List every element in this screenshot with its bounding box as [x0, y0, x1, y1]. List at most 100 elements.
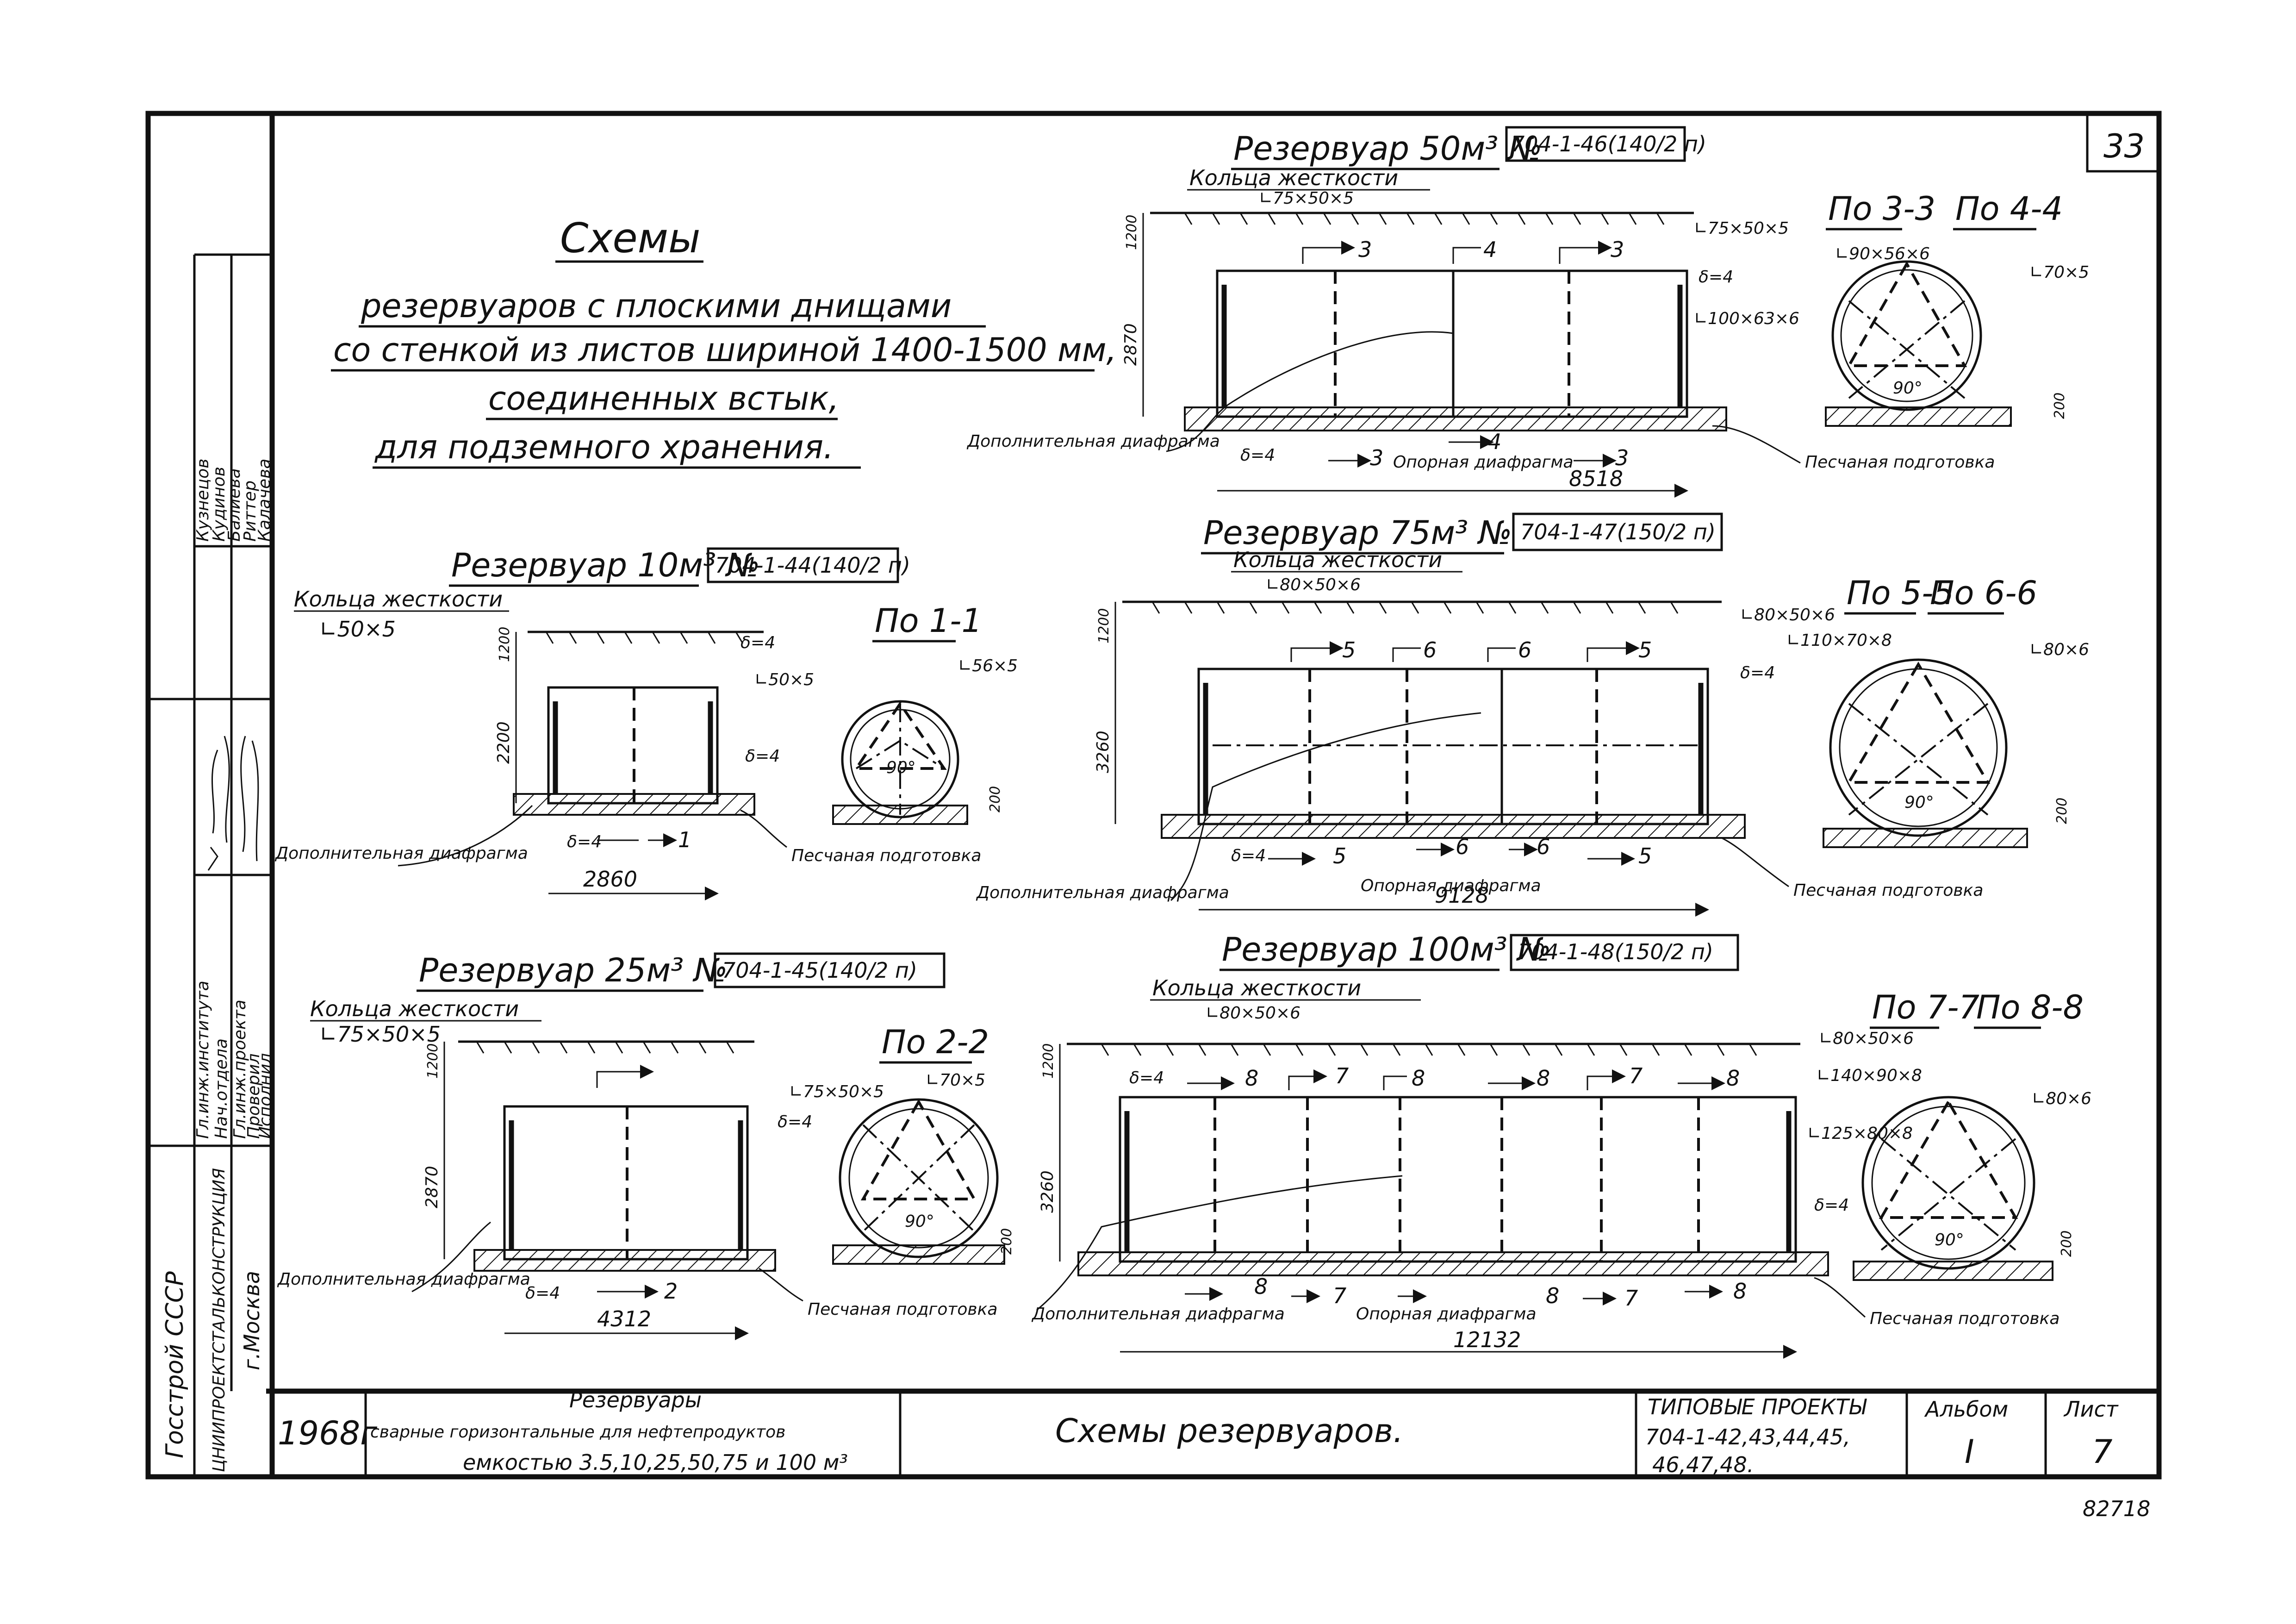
tank-100-cut-7b-bot: 7 [1624, 1286, 1638, 1311]
tank-75-cut-5-bot: 5 [1333, 843, 1346, 868]
tank-100-delta-side: δ=4 [1814, 1196, 1849, 1215]
tank-75-angle-right: ∟80×50×6 [1740, 606, 1835, 625]
org-name-2: ЦНИИПРОЕКТСТАЛЬКОНСТРУКЦИЯ [210, 1168, 229, 1472]
tank-50-code: 704-1-46(140/2 п) [1511, 131, 1706, 156]
tank-50-cut-4-top: 4 [1483, 237, 1497, 262]
position-5: Исполнил [256, 1053, 275, 1139]
org-name-3: г.Москва [239, 1271, 264, 1370]
tank-100-cut-8d-bot: 8 [1733, 1279, 1747, 1304]
tank-25-ring-label: Кольца жесткости [310, 996, 519, 1021]
tank-25-section-base: 200 [999, 1228, 1015, 1255]
signature-name-3: Балиева [225, 468, 244, 542]
tank-10-cut-mark: 1 [678, 827, 691, 852]
tank-75-section-base: 200 [2054, 798, 2070, 824]
position-4: Проверил [244, 1053, 263, 1139]
title-line-1: Схемы [560, 214, 701, 262]
sheet-title: Схемы резервуаров с плоскими днищами со … [331, 214, 1117, 469]
tank-10-ring-label: Кольца жесткости [294, 587, 503, 612]
tank-25-section-title: По 2-2 [882, 1023, 989, 1061]
title-line-2: резервуаров с плоскими днищами [361, 287, 952, 325]
tank-100m3: Резервуар 100м³ № 704-1-48(150/2 п) Коль… [1031, 931, 2091, 1359]
tank-10-angle: 90° [886, 758, 916, 777]
tank-25-ring-profile: ∟75×50×5 [319, 1022, 441, 1047]
tank-10m3: Резервуар 10м³ № 704-1-44(140/2 п) Кольц… [274, 546, 1018, 900]
tank-50-ring-label: Кольца жесткости [1189, 165, 1398, 190]
tank-100-section-a: По 7-7 [1872, 988, 1979, 1026]
tank-100-delta-top: δ=4 [1129, 1068, 1164, 1087]
tank-50-length: 8518 [1569, 466, 1623, 491]
year: 1968г [278, 1414, 378, 1452]
subject-line-1: Резервуары [569, 1387, 702, 1412]
tank-10-delta-top: δ=4 [740, 633, 775, 652]
subject-line-2: сварные горизонтальные для нефтепродукто… [370, 1423, 785, 1442]
tank-25-sand: Песчаная подготовка [808, 1300, 997, 1319]
tank-25-heading: Резервуар 25м³ № [419, 951, 728, 989]
tank-50-height-body: 2870 [1121, 323, 1140, 366]
tank-25m3: Резервуар 25м³ № 704-1-45(140/2 п) Кольц… [277, 951, 1015, 1340]
signature-name-1: Кузнецов [193, 459, 212, 542]
tank-50-section-profile-1: ∟90×56×6 [1835, 244, 1930, 263]
tank-100-section-b: По 8-8 [1976, 988, 2084, 1026]
title-block: 1968г Резервуары сварные горизонтальные … [278, 1387, 2119, 1477]
tank-25-code: 704-1-45(140/2 п) [722, 958, 917, 983]
tank-75-cut-6-bot: 6 [1456, 834, 1469, 859]
tank-75-cut-6-top: 6 [1423, 637, 1437, 662]
tank-25-delta-top: δ=4 [778, 1112, 812, 1131]
tank-10-sand: Песчаная подготовка [791, 846, 981, 865]
position-2: Нач.отдела [212, 1038, 231, 1139]
tank-25-height-body: 2870 [423, 1166, 442, 1208]
tank-75-section-b: По 6-6 [1930, 574, 2037, 612]
tank-75-code: 704-1-47(150/2 п) [1520, 519, 1716, 544]
tank-100-cut-7b-top: 7 [1629, 1063, 1643, 1088]
tank-10-heading: Резервуар 10м³ № [451, 546, 760, 584]
tank-75-delta-bottom: δ=4 [1231, 846, 1266, 865]
sheet-frame [145, 111, 2162, 1480]
tank-75-support-diaphragm: Опорная диафрагма [1361, 876, 1541, 895]
tank-100-cut-8d-top: 8 [1726, 1066, 1740, 1091]
title-line-4: соединенных встык, [488, 380, 839, 418]
tank-75-section-profile: ∟80×6 [2029, 640, 2089, 659]
tank-75-height-body: 3260 [1094, 731, 1113, 773]
tank-10-code: 704-1-44(140/2 п) [715, 553, 910, 578]
tank-100-length: 12132 [1453, 1327, 1521, 1352]
tank-10-ring-profile: ∟50×5 [319, 617, 396, 642]
signature-scribbles [207, 736, 259, 871]
tank-75-height-top: 1200 [1096, 608, 1112, 643]
position-3: Гл.инж.проекта [230, 999, 249, 1139]
tank-75-sand: Песчаная подготовка [1793, 881, 1983, 900]
tank-10-section-title: По 1-1 [875, 602, 982, 640]
tank-10-extra-diaphragm: Дополнительная диафрагма [274, 844, 528, 863]
projects-list-1: 704-1-42,43,44,45, [1645, 1424, 1850, 1449]
tank-75-ring-profile: ∟80×50×6 [1266, 575, 1361, 594]
tank-100-sand: Песчаная подготовка [1870, 1309, 2060, 1328]
tank-75-ring-label: Кольца жесткости [1233, 547, 1442, 572]
tank-100-angle: 90° [1935, 1230, 1964, 1249]
archive-stamp: 82718 [2083, 1496, 2150, 1521]
tank-100-angle-right: ∟80×50×6 [1819, 1029, 1914, 1048]
tank-75-cut-6b-top: 6 [1518, 637, 1531, 662]
tank-50-sand: Песчаная подготовка [1805, 453, 1995, 472]
signature-name-4: Риттер [241, 481, 260, 542]
tank-10-angle-right: ∟50×5 [754, 670, 814, 689]
tank-100-cut-8c-top: 8 [1537, 1066, 1550, 1091]
title-line-3: со стенкой из листов шириной 1400-1500 м… [333, 331, 1117, 369]
tank-10-delta-bottom: δ=4 [567, 832, 602, 851]
tank-50-angle: 90° [1893, 379, 1923, 398]
tank-100-cut-7a-top: 7 [1335, 1063, 1349, 1088]
tank-100-cut-8b-top: 8 [1412, 1066, 1425, 1091]
tank-75-cut-6b-bot: 6 [1537, 834, 1550, 859]
tank-50-cut-3b-bot: 3 [1615, 445, 1629, 470]
tank-25-delta-bottom: δ=4 [525, 1284, 560, 1303]
tank-100-angle-mid: ∟140×90×8 [1817, 1066, 1922, 1085]
tank-50-heading: Резервуар 50м³ № [1233, 130, 1542, 168]
sheet-number-top: 33 [2103, 127, 2145, 165]
tank-100-ring-label: Кольца жесткости [1152, 975, 1361, 1000]
projects-list-2: 46,47,48. [1652, 1452, 1754, 1477]
tank-25-extra-diaphragm: Дополнительная диафрагма [277, 1270, 530, 1289]
tank-50-delta-bottom: δ=4 [1240, 446, 1275, 465]
tank-100-extra-diaphragm: Дополнительная диафрагма [1031, 1305, 1285, 1324]
tank-25-angle-right: ∟75×50×5 [789, 1082, 884, 1101]
tank-50-section-base: 200 [2052, 393, 2068, 419]
tank-75-heading: Резервуар 75м³ № [1203, 514, 1512, 552]
org-name-1: Госстрой СССР [161, 1271, 189, 1458]
